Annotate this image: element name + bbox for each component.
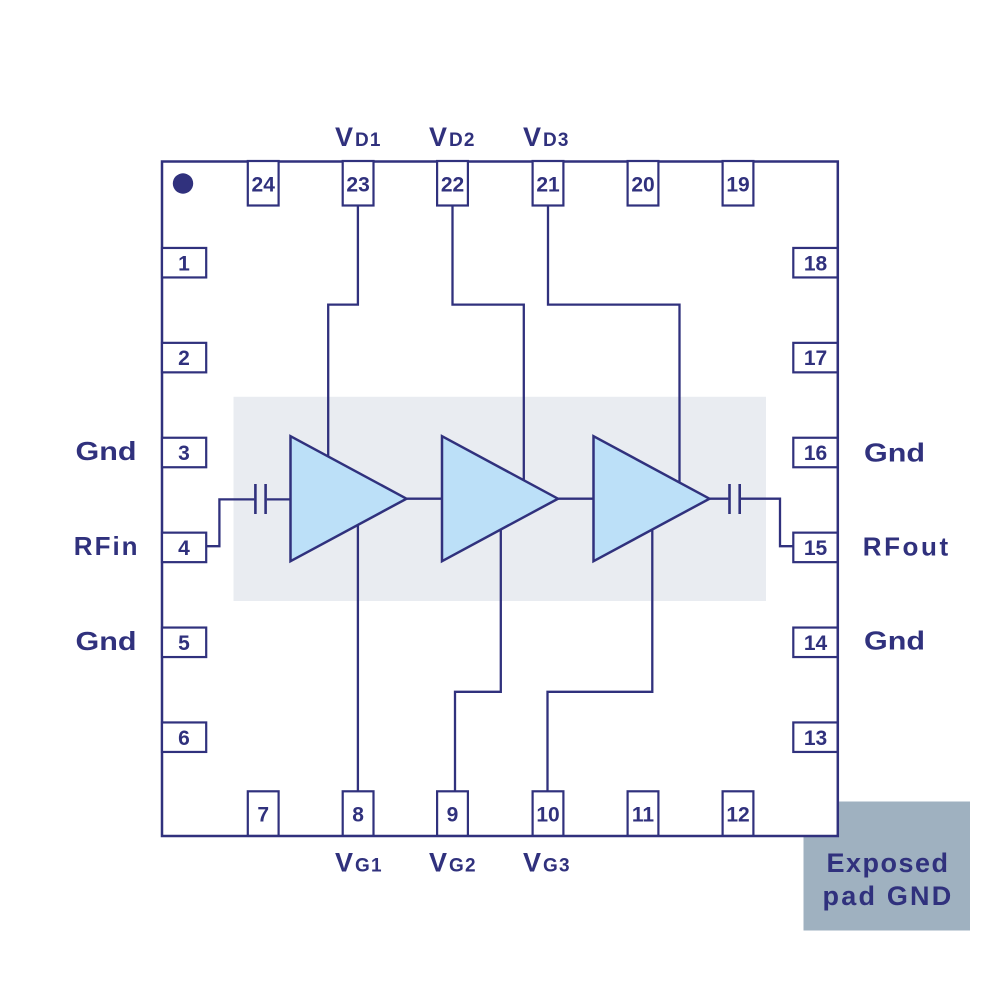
svg-text:23: 23 [346,174,369,197]
svg-text:VG3: VG3 [523,848,571,878]
svg-text:RFin: RFin [74,531,140,561]
svg-text:Gnd: Gnd [76,436,137,466]
svg-text:Exposed: Exposed [826,848,949,878]
svg-text:10: 10 [536,803,559,826]
svg-text:VD2: VD2 [429,122,476,152]
svg-text:24: 24 [252,174,276,197]
svg-text:19: 19 [726,174,749,197]
svg-text:VG2: VG2 [429,848,477,878]
svg-text:13: 13 [804,727,827,750]
svg-text:3: 3 [178,442,190,465]
svg-text:16: 16 [804,442,827,465]
svg-text:VD1: VD1 [335,122,382,152]
svg-text:7: 7 [257,803,269,826]
svg-text:11: 11 [632,803,655,826]
svg-text:Gnd: Gnd [864,438,925,468]
svg-text:12: 12 [726,803,749,826]
svg-text:RFout: RFout [863,532,951,562]
svg-text:pad GND: pad GND [823,881,954,911]
svg-text:Gnd: Gnd [76,626,137,656]
svg-text:18: 18 [804,252,828,275]
svg-text:1: 1 [178,252,190,275]
svg-text:5: 5 [178,632,190,655]
svg-text:22: 22 [441,174,464,197]
svg-text:8: 8 [352,803,364,826]
svg-text:17: 17 [804,347,827,370]
svg-text:Gnd: Gnd [864,626,925,656]
svg-text:2: 2 [178,347,190,370]
svg-text:15: 15 [804,537,828,560]
svg-text:6: 6 [178,727,190,750]
svg-text:21: 21 [536,174,560,197]
svg-text:4: 4 [178,537,190,560]
svg-text:VD3: VD3 [523,122,570,152]
svg-text:9: 9 [447,803,459,826]
svg-text:14: 14 [804,632,828,655]
svg-text:VG1: VG1 [335,848,383,878]
svg-text:20: 20 [631,174,654,197]
